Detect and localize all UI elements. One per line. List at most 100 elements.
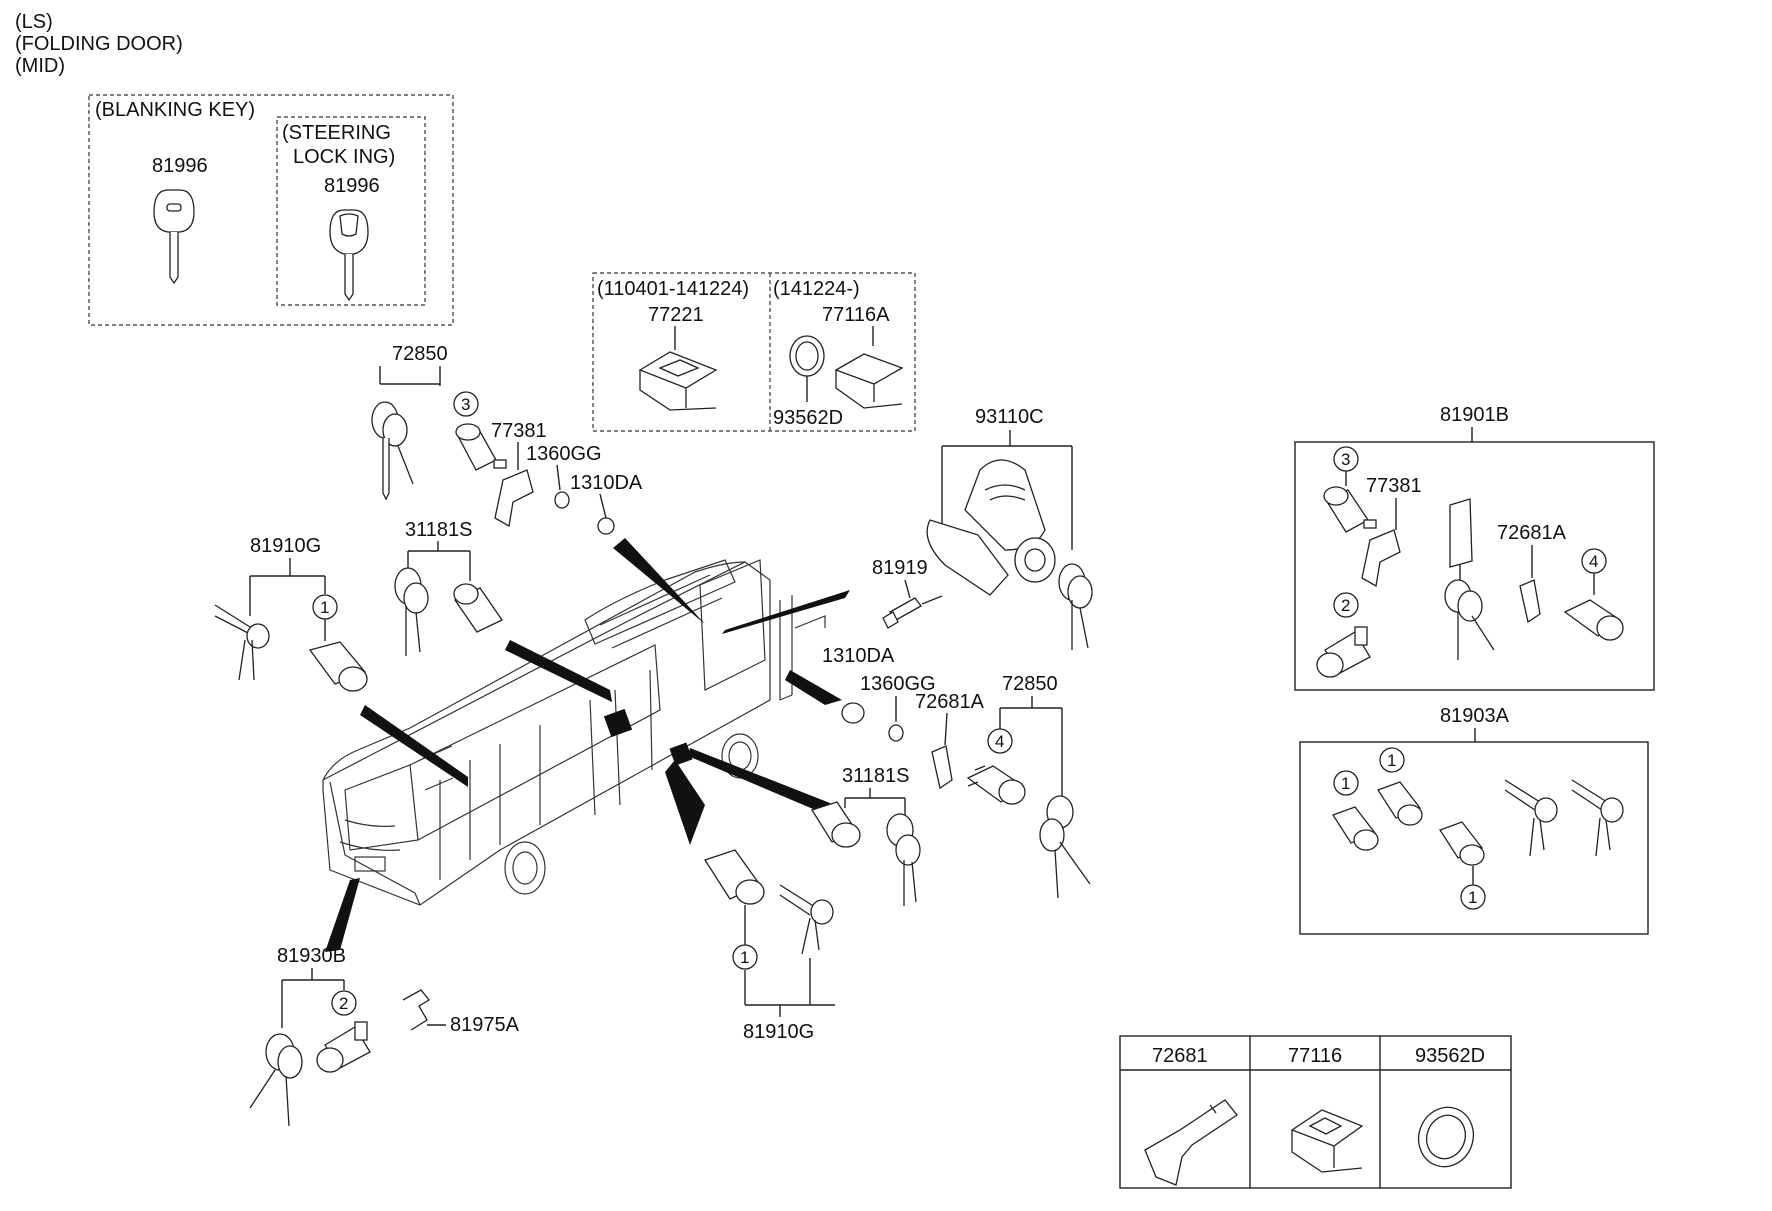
lock-81930B-box-icon xyxy=(1316,626,1371,678)
cylinder-31181S-mid-icon xyxy=(811,801,861,848)
lock-81930B-icon xyxy=(316,1021,371,1073)
header-line-folding-door: (FOLDING DOOR) xyxy=(15,33,183,55)
callout-2-num: 2 xyxy=(339,994,348,1013)
legend-table: 72681 77116 93562D xyxy=(1119,1035,1512,1189)
part-77116A-label: 77116A xyxy=(822,304,890,326)
part-81996-a-label: 81996 xyxy=(152,155,208,177)
part-81910G-bottom: 1 81910G xyxy=(704,849,835,1043)
part-93562D-top-label: 93562D xyxy=(773,407,843,429)
kit-81901B-frame xyxy=(1294,441,1655,691)
legend-77116-icon xyxy=(1290,1109,1364,1173)
callout-3 xyxy=(453,391,479,417)
bracket-77116A-icon xyxy=(834,353,904,409)
lock-cylinder-4-box-icon xyxy=(1563,599,1624,641)
part-72850-top-label: 72850 xyxy=(392,343,448,365)
part-81910G-bottom-label: 81910G xyxy=(743,1021,814,1043)
steering-lock-frame xyxy=(276,116,426,306)
part-1310DA-top: 1310DA xyxy=(570,472,643,535)
steering-lock-title-1: (STEERING xyxy=(282,122,391,144)
part-1310DA-mid-label: 1310DA xyxy=(822,645,895,667)
steering-lock-title-2: LOCK ING) xyxy=(293,146,395,168)
part-77381-top: 77381 xyxy=(491,420,547,528)
bracket-variants-frame xyxy=(592,272,916,432)
part-1360GG-top-label: 1360GG xyxy=(526,443,602,465)
bracket-variants-group: (110401-141224) (141224-) 77221 77116A 9… xyxy=(592,272,916,432)
part-31181S-top: 31181S xyxy=(394,519,503,656)
callout-1-left-num: 1 xyxy=(320,598,329,617)
date-range-1: (110401-141224) xyxy=(597,278,749,300)
callout-4-box-num: 4 xyxy=(1589,552,1598,571)
part-72850-mid-label: 72850 xyxy=(1002,673,1058,695)
part-72850-mid: 72850 4 xyxy=(966,673,1091,899)
part-77381-top-label: 77381 xyxy=(491,420,547,442)
part-72681A-mid: 72681A xyxy=(915,691,985,790)
part-81930B-label: 81930B xyxy=(277,945,346,967)
lock-cylinder-box-icon xyxy=(1323,486,1377,533)
ignition-switch-icon xyxy=(926,459,1056,596)
part-1310DA-top-label: 1310DA xyxy=(570,472,643,494)
kit-81903A: 81903A 1 1 1 xyxy=(1299,705,1649,935)
key-pair-31181S-mid-icon xyxy=(886,813,921,906)
blank-key-icon xyxy=(153,189,195,285)
key-pair-31181S-icon xyxy=(394,567,429,656)
lock-marker-b xyxy=(669,742,693,766)
callout-3-num: 3 xyxy=(461,395,470,414)
part-31181S-top-label: 31181S xyxy=(405,519,472,541)
part-93110C-label: 93110C xyxy=(975,406,1044,428)
legend-header-93562D: 93562D xyxy=(1415,1045,1485,1067)
bus-illustration xyxy=(322,559,826,906)
callout-1-box-b-num: 1 xyxy=(1387,751,1396,770)
lock-cylinder-72850-icon xyxy=(966,765,1026,805)
blanking-key-group: (BLANKING KEY) 81996 (STEERING LOCK ING)… xyxy=(88,94,454,326)
cylinder-81910G-icon xyxy=(704,849,765,905)
kit-81901B: 81901B 3 77381 2 72681A xyxy=(1294,404,1655,691)
tag-key-box-icon xyxy=(1444,498,1495,660)
ring-93562D-icon xyxy=(789,335,825,377)
legend-frame xyxy=(1119,1035,1512,1189)
part-1360GG-top: 1360GG xyxy=(526,443,602,509)
part-81975A-label: 81975A xyxy=(450,1014,520,1036)
callout-1-box-c xyxy=(1460,884,1486,910)
part-72681A-mid-label: 72681A xyxy=(915,691,985,713)
callout-1-box-b xyxy=(1379,747,1405,773)
bracket-77221-icon xyxy=(638,351,718,411)
part-81919-label: 81919 xyxy=(872,557,928,579)
legend-header-72681: 72681 xyxy=(1152,1045,1208,1067)
header-line-ls: (LS) xyxy=(15,11,53,33)
part-1310DA-mid: 1310DA xyxy=(822,645,895,724)
part-81919: 81919 xyxy=(872,557,943,629)
key-pair-icon xyxy=(214,604,270,681)
key-pair-81910G-icon xyxy=(779,884,834,955)
legend-72681-icon xyxy=(1144,1099,1238,1186)
lock-marker-a xyxy=(603,708,633,738)
header: (LS) (FOLDING DOOR) (MID) xyxy=(15,11,183,77)
ignition-key-icon xyxy=(1058,563,1093,650)
callout-1-box-a xyxy=(1333,770,1359,796)
part-1360GG-mid: 1360GG xyxy=(860,673,936,742)
part-31181S-mid-label: 31181S xyxy=(842,765,909,787)
part-81930B: 81930B 2 xyxy=(249,945,371,1127)
callout-1-box-a-num: 1 xyxy=(1341,774,1350,793)
callout-1-bottom xyxy=(732,944,758,970)
cylinder-31181S-icon xyxy=(453,583,503,633)
part-81910G-left-label: 81910G xyxy=(250,535,321,557)
callout-1-bottom-num: 1 xyxy=(740,948,749,967)
part-1360GG-mid-label: 1360GG xyxy=(860,673,936,695)
blanking-key-title: (BLANKING KEY) xyxy=(95,99,255,121)
callout-2 xyxy=(331,990,357,1016)
legend-93562D-icon xyxy=(1417,1106,1475,1168)
key-pair-box-a-icon xyxy=(1504,779,1558,857)
part-72850-top: 72850 3 xyxy=(371,343,507,501)
steering-key-icon xyxy=(329,209,369,302)
key-pair-72850-icon xyxy=(1039,795,1091,899)
key-pair-box-b-icon xyxy=(1571,779,1624,857)
date-range-2: (141224-) xyxy=(773,278,860,300)
part-72681A-box-label: 72681A xyxy=(1497,522,1567,544)
part-81901B-label: 81901B xyxy=(1440,404,1509,426)
lock-cylinder-icon xyxy=(455,423,507,471)
header-line-mid: (MID) xyxy=(15,55,65,77)
blanking-key-frame xyxy=(88,94,454,326)
part-81975A: 81975A xyxy=(402,989,520,1036)
part-31181S-mid: 31181S xyxy=(811,765,921,906)
